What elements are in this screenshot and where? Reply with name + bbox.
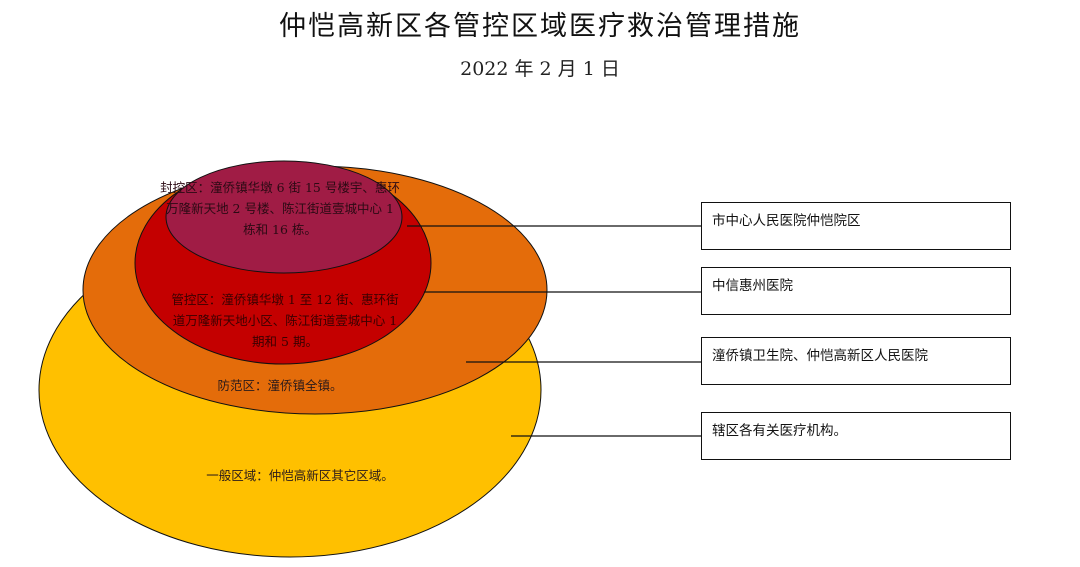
general-zone-label: 一般区域：仲恺高新区其它区域。 bbox=[206, 468, 394, 483]
sealed-zone-label: 封控区：潼侨镇华墩 6 街 15 号楼宇、惠环万隆新天地 2 号楼、陈江街道壹城… bbox=[160, 180, 400, 237]
hospital-box-control: 中信惠州医院 bbox=[701, 267, 1011, 315]
page-title: 仲恺高新区各管控区域医疗救治管理措施 bbox=[279, 11, 801, 42]
sealed-zone-ellipse bbox=[165, 160, 403, 274]
page-date: 2022 年 2 月 1 日 bbox=[460, 58, 620, 80]
hospital-box-prevention: 潼侨镇卫生院、仲恺高新区人民医院 bbox=[701, 337, 1011, 385]
control-zone-label: 管控区：潼侨镇华墩 1 至 12 街、惠环街道万隆新天地小区、陈江街道壹城中心 … bbox=[171, 292, 399, 349]
hospital-box-general: 辖区各有关医疗机构。 bbox=[701, 412, 1011, 460]
prevention-zone-label: 防范区：潼侨镇全镇。 bbox=[217, 378, 343, 393]
hospital-box-sealed: 市中心人民医院仲恺院区 bbox=[701, 202, 1011, 250]
